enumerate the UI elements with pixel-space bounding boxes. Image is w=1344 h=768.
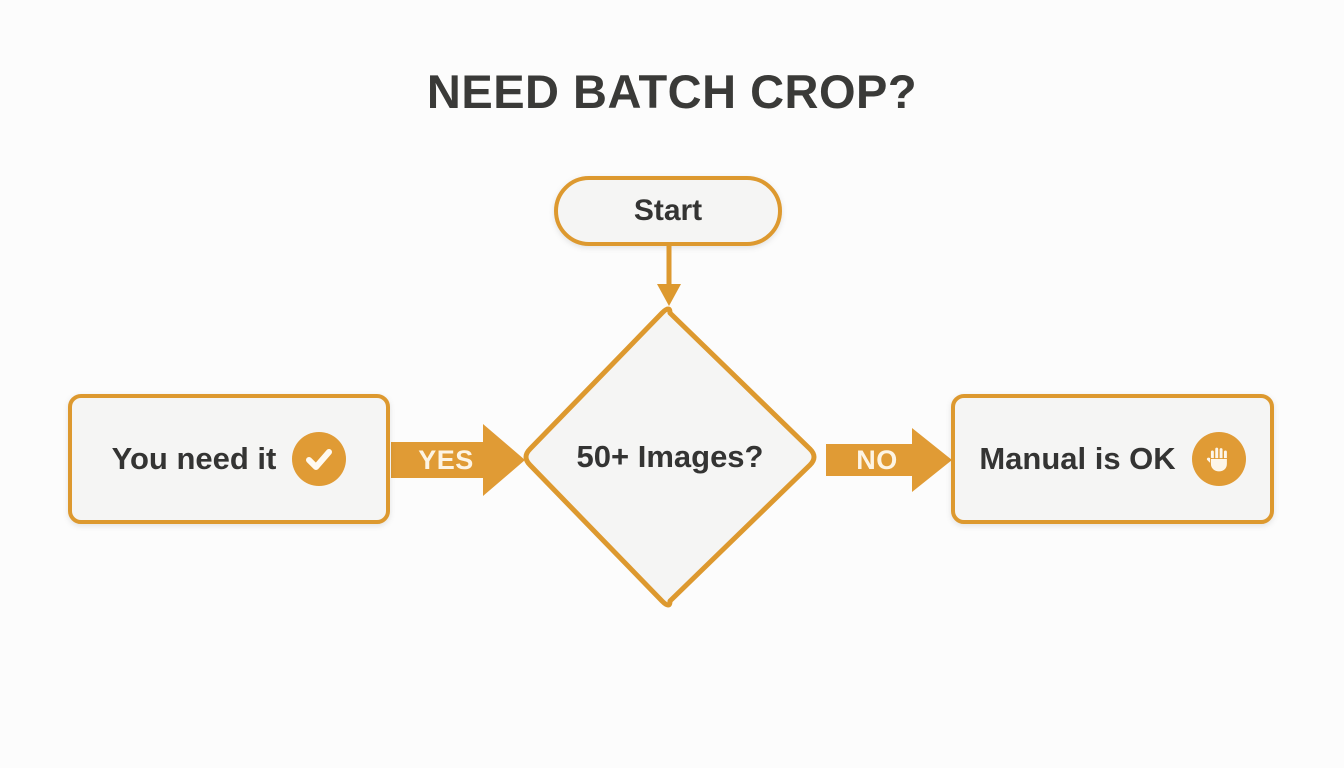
flow-node-start[interactable]: Start: [554, 176, 782, 246]
edge-arrow-no-label: NO: [856, 444, 898, 475]
edge-arrow-no[interactable]: NO: [826, 428, 952, 492]
flow-node-yes-outcome[interactable]: You need it: [68, 394, 390, 524]
edge-arrow-yes-label: YES: [418, 444, 474, 475]
flow-node-yes-outcome-label: You need it: [111, 441, 277, 476]
page-title: NEED BATCH CROP?: [426, 65, 918, 118]
flow-node-no-outcome[interactable]: Manual is OK: [951, 394, 1274, 524]
flow-node-decision[interactable]: 50+ Images?: [522, 305, 818, 609]
raised-hand-icon: [1191, 432, 1246, 486]
flow-node-no-outcome-label: Manual is OK: [979, 441, 1176, 476]
connector-start-to-decision: [640, 244, 700, 310]
flow-node-start-label: Start: [633, 194, 703, 227]
flow-node-decision-label: 50+ Images?: [576, 439, 764, 474]
check-circle-icon: [292, 432, 347, 486]
edge-arrow-yes[interactable]: YES: [391, 424, 525, 496]
